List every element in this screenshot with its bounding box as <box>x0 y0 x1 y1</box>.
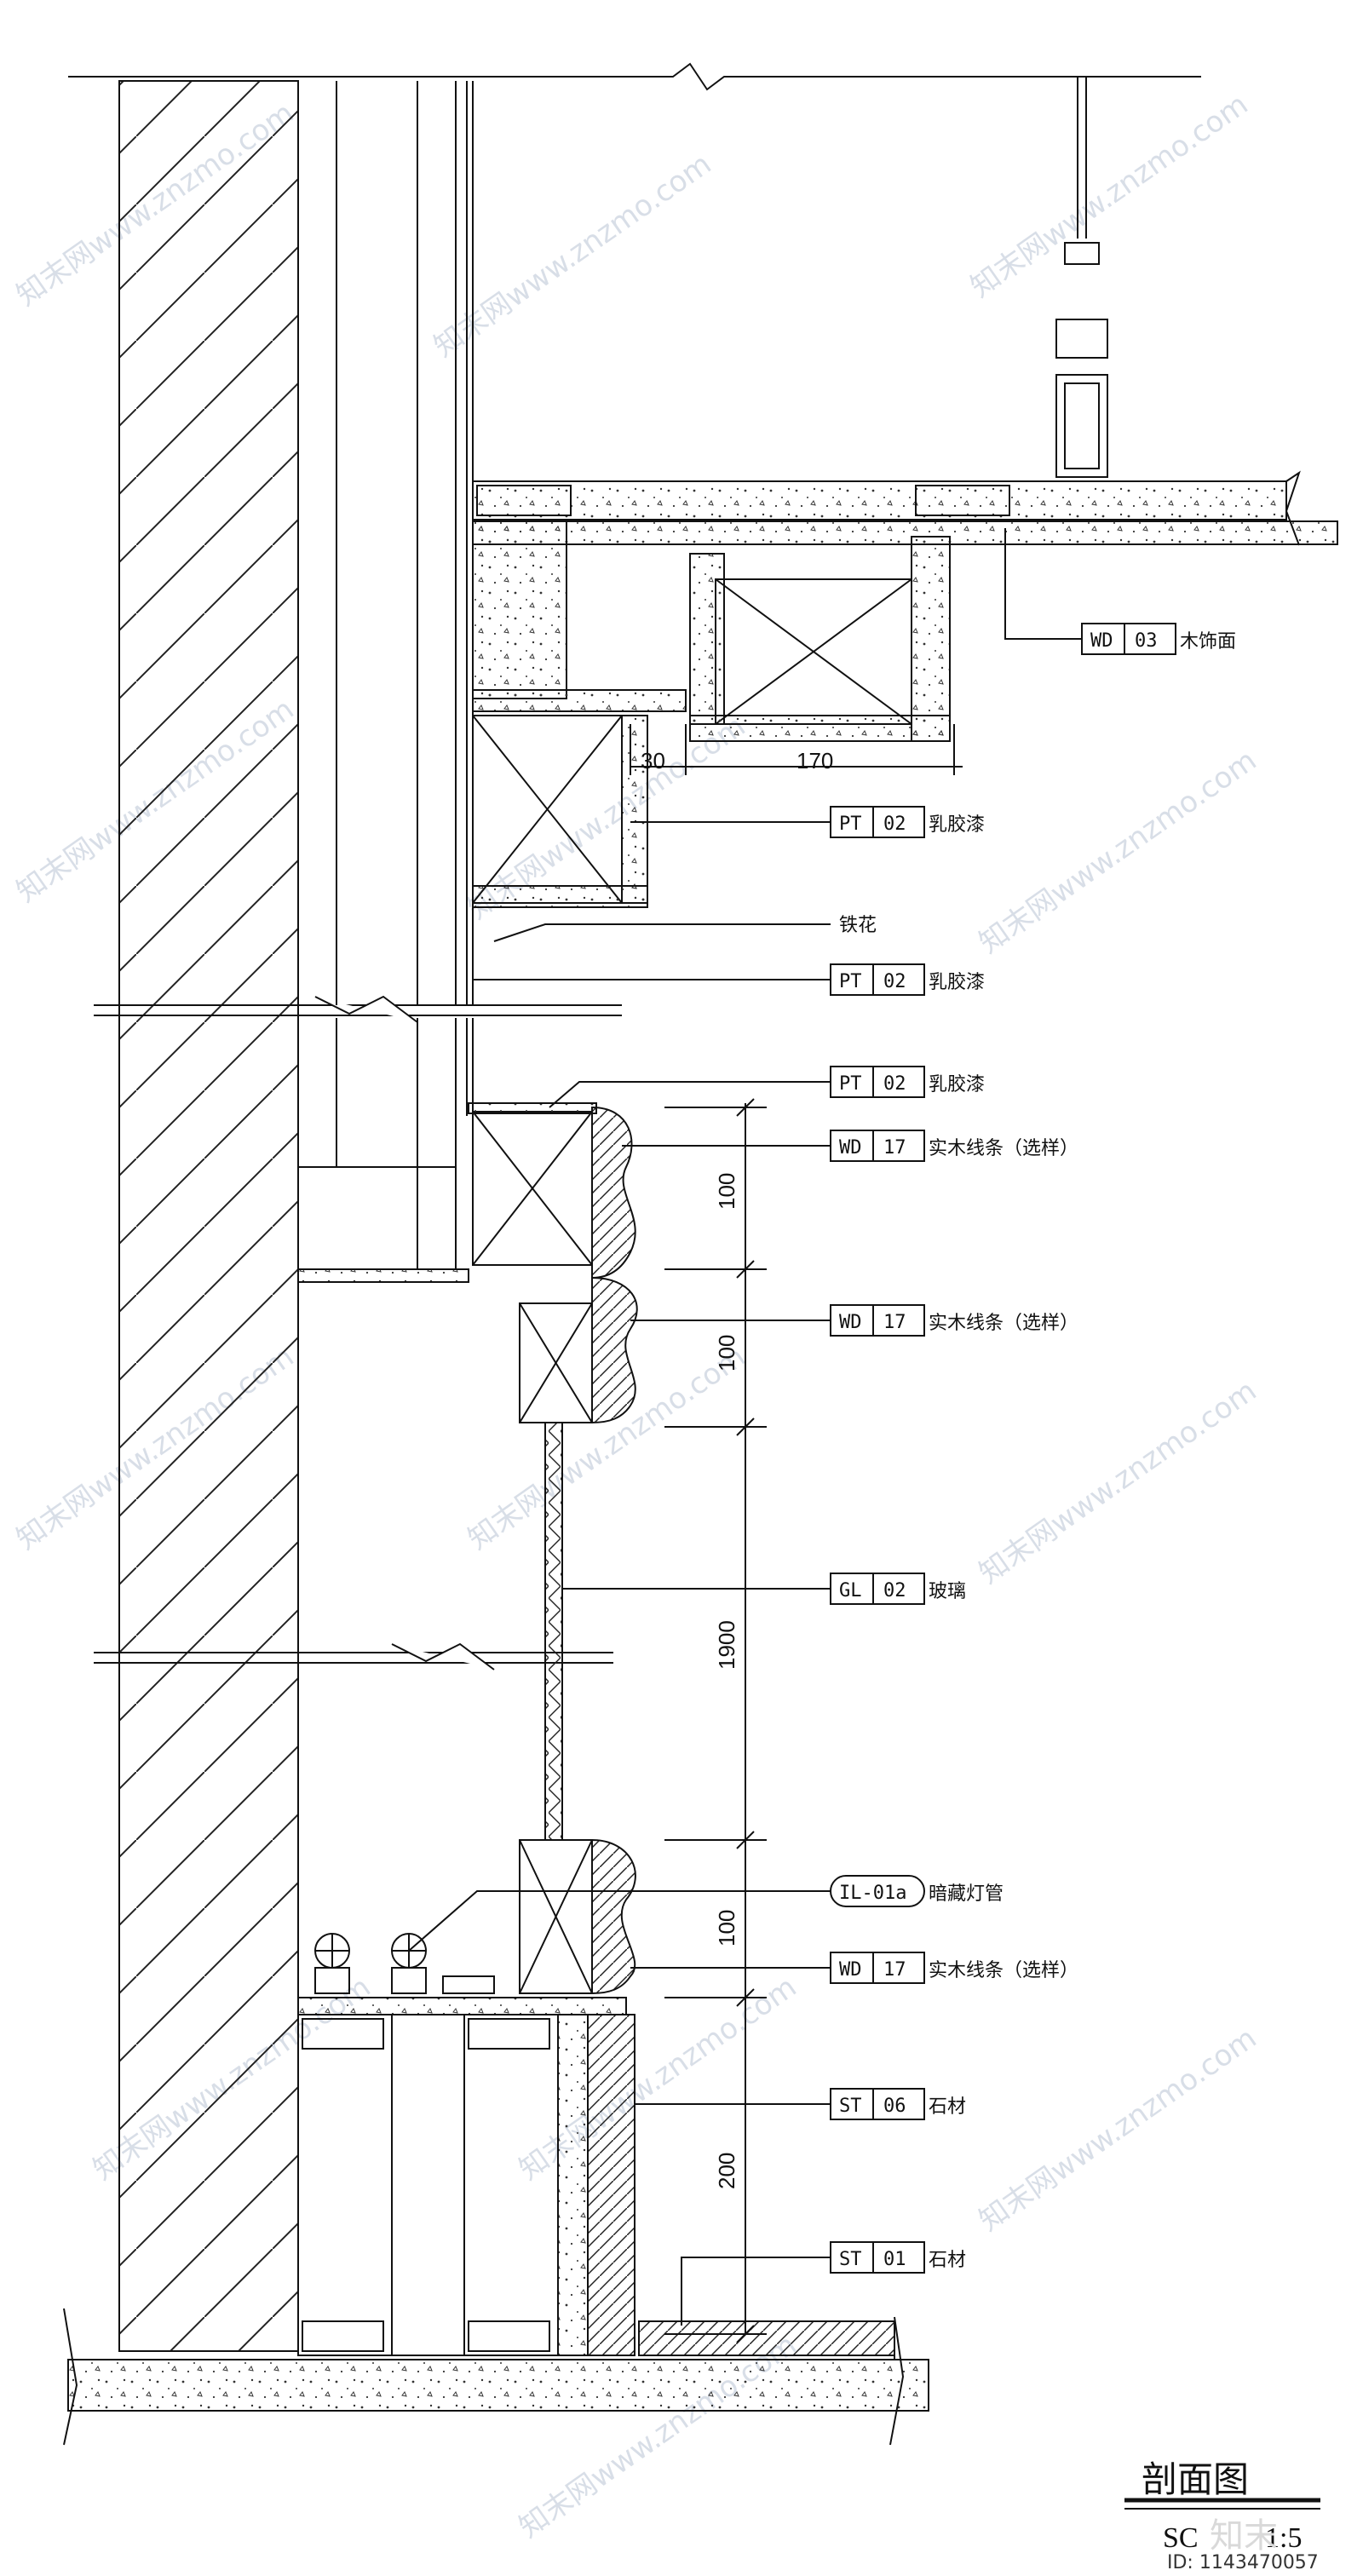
base-frame <box>297 2014 559 2356</box>
glass-panel <box>544 1422 563 1841</box>
callout-prefix: WD <box>839 1312 862 1333</box>
callout-description: 乳胶漆 <box>929 814 985 836</box>
dimension-line-horizontal <box>630 724 963 775</box>
callout-gl02: GL 02 玻璃 <box>830 1573 966 1605</box>
dim-label-30: 30 <box>641 748 665 773</box>
title-block: 剖面图 SC 1:5 知末 ID: 1143470057 <box>1142 2458 1319 2573</box>
callout-number: 02 <box>883 1073 906 1095</box>
callout-il01a: IL-01a 暗藏灯管 <box>830 1875 1004 1907</box>
callout-prefix: WD <box>839 1137 862 1159</box>
dim-label-vertical: 1900 <box>714 1620 739 1670</box>
dimension-labels: 30 170 100 100 1900 100 200 <box>641 748 833 2189</box>
watermark-text: 知末网www.znzmo.com <box>973 744 1262 961</box>
callout-st06: ST 06 石材 <box>830 2088 966 2120</box>
callout-wd17: WD 17 实木线条（选样） <box>830 1304 1078 1337</box>
watermark-text: 知末网www.znzmo.com <box>964 88 1254 305</box>
callout-iron-flower: 铁花 <box>839 915 877 936</box>
steel-stud-upper <box>297 81 474 1005</box>
dim-label-vertical: 200 <box>714 2153 739 2189</box>
callout-pt02: PT 02 乳胶漆 <box>830 806 985 838</box>
callout-prefix: IL-01a <box>839 1883 906 1904</box>
linework <box>63 62 1338 2510</box>
image-id: ID: 1143470057 <box>1167 2552 1319 2573</box>
dim-label-vertical: 100 <box>714 1910 739 1946</box>
callout-description: 乳胶漆 <box>929 1074 985 1095</box>
watermark-text: 知末网www.znzmo.com <box>973 2021 1262 2239</box>
callout-number: 03 <box>1135 630 1158 652</box>
callout-number: 01 <box>883 2249 906 2270</box>
break-line <box>94 995 622 1023</box>
wood-moulding <box>591 1276 638 1424</box>
callout-prefix: WD <box>1090 630 1113 652</box>
callout-number: 17 <box>883 1959 906 1981</box>
callout-description: 石材 <box>929 2096 966 2118</box>
callout-prefix: PT <box>839 814 862 835</box>
ceiling-hanger <box>1055 77 1108 478</box>
callout-description: 实木线条（选样） <box>929 1960 1078 1981</box>
callout-description: 乳胶漆 <box>929 972 985 993</box>
callout-prefix: PT <box>839 971 862 992</box>
callout-prefix: ST <box>839 2249 862 2270</box>
logo-mark: 知末 <box>1210 2516 1278 2556</box>
top-break-line <box>68 62 1201 91</box>
leader-lines <box>408 528 1082 2326</box>
callout-number: 02 <box>883 971 906 992</box>
callout-description: 暗藏灯管 <box>929 1883 1004 1905</box>
scale-value: 1:5 <box>1265 2522 1302 2554</box>
callout-pt02: PT 02 乳胶漆 <box>830 1066 985 1098</box>
stone-cladding <box>587 2014 635 2356</box>
watermark-text: 知末网www.znzmo.com <box>973 1374 1262 1591</box>
dimension-line-vertical <box>664 1098 767 2343</box>
wood-moulding <box>591 1838 636 1995</box>
callout-description: 铁花 <box>839 915 877 936</box>
callout-number: 17 <box>883 1137 906 1159</box>
callout-number: 02 <box>883 1580 906 1601</box>
concrete-wall <box>118 80 299 2352</box>
callout-prefix: GL <box>839 1580 862 1601</box>
floor-slab <box>67 2359 929 2412</box>
callout-description: 木饰面 <box>1180 631 1236 653</box>
watermark-text: 知末网www.znzmo.com <box>428 147 717 365</box>
callout-prefix: ST <box>839 2096 862 2117</box>
callout-number: 17 <box>883 1312 906 1333</box>
callout-prefix: WD <box>839 1959 862 1981</box>
break-line <box>94 1642 613 1670</box>
callout-description: 石材 <box>929 2250 966 2271</box>
callout-st01: ST 01 石材 <box>830 2241 966 2274</box>
callout-number: 02 <box>883 814 906 835</box>
callout-wd03: WD 03 木饰面 <box>1081 623 1236 655</box>
callout-pt02: PT 02 乳胶漆 <box>830 963 985 996</box>
ceiling-board <box>472 480 1287 520</box>
callout-wd17: WD 17 实木线条（选样） <box>830 1952 1078 1984</box>
callout-prefix: PT <box>839 1073 862 1095</box>
steel-stud-middle <box>297 1018 474 1283</box>
callout-description: 实木线条（选样） <box>929 1138 1078 1159</box>
stone-floor <box>638 2320 895 2356</box>
callout-description: 玻璃 <box>929 1581 966 1602</box>
wood-moulding <box>591 1106 636 1279</box>
drawing-title: 剖面图 <box>1142 2458 1249 2500</box>
callout-description: 实木线条（选样） <box>929 1313 1078 1334</box>
dim-label-170: 170 <box>797 748 833 773</box>
callout-tags: WD 03 木饰面 PT 02 乳胶漆 铁花 PT 02 乳胶漆 PT 02 乳… <box>830 623 1236 2274</box>
scale-prefix: SC <box>1163 2522 1199 2554</box>
callout-wd17: WD 17 实木线条（选样） <box>830 1130 1078 1162</box>
dim-label-vertical: 100 <box>714 1173 739 1210</box>
callout-number: 06 <box>883 2096 906 2117</box>
dim-label-vertical: 100 <box>714 1335 739 1371</box>
